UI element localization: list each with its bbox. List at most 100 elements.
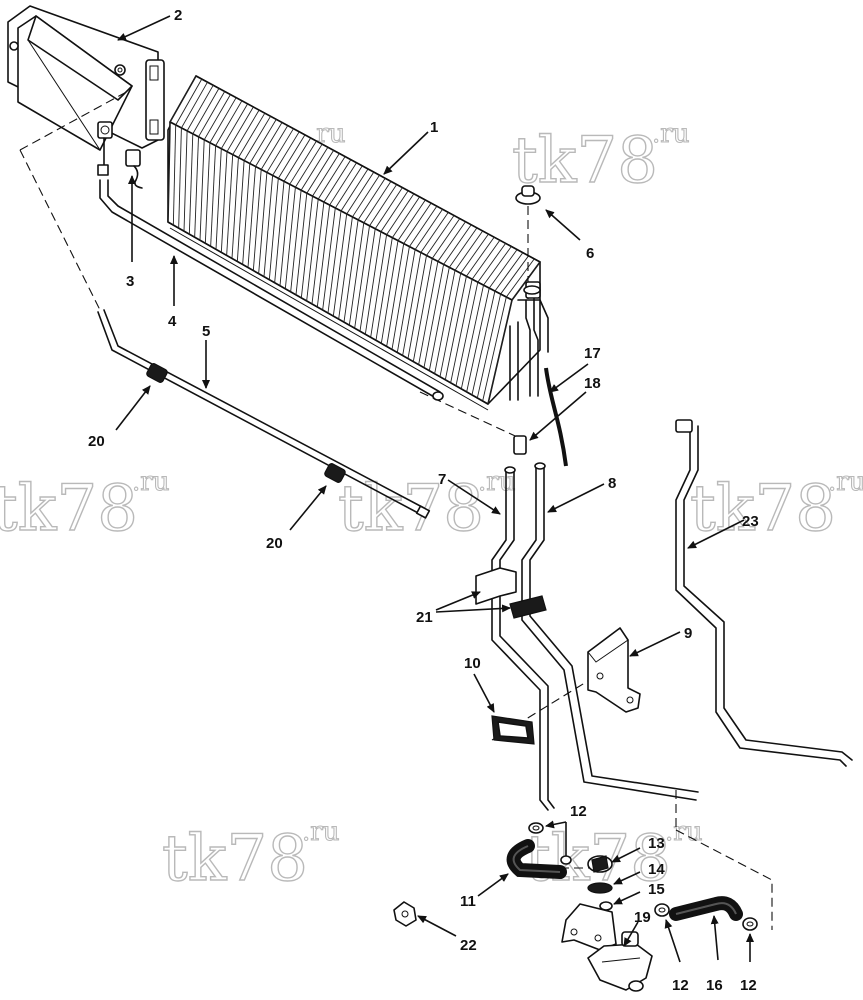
radiator-fin-top [397,199,426,241]
radiator-fin-top [260,125,289,170]
radiator-fin-front [194,136,199,238]
radiator-fin-top [209,97,237,143]
radiator-fin-front [343,219,359,323]
part-22-fitting [393,901,417,927]
radiator-fin-front [183,130,188,232]
radiator-fin-front [471,291,496,395]
radiator-fin-top [437,221,466,262]
radiator-fin-front [354,225,370,329]
radiator-fin-front [364,231,382,335]
radiator-fin-front [359,228,376,332]
radiator-fin-front [439,273,462,377]
radiator-fin-top [431,218,461,259]
radiator-fin-front [450,279,473,383]
radiator-fin-front [231,157,239,259]
radiator-fin-front [434,270,456,374]
radiator-fin-top [420,212,449,253]
radiator-fin-top [266,128,294,173]
radiator-fin-top [272,131,300,176]
radiator-fin-top [340,168,369,212]
part-23-pipe [675,419,853,767]
radiator-fin-top [454,230,484,271]
part-8-pipe [521,462,699,801]
radiator-fin-top [505,258,535,298]
callout-11: 11 [460,893,476,910]
radiator-fin-front [338,216,353,320]
radiator-fin-top [426,215,455,256]
radiator-fin-front [226,154,234,256]
radiator-fin-front [263,175,274,277]
radiator-fin-front [236,160,245,262]
watermark-suffix: .ru [302,817,339,847]
radiator-fin-top [300,147,329,191]
radiator-fin-front [290,190,302,292]
radiator-fin-top [283,137,312,182]
radiator-fin-front [396,249,416,353]
callout-13: 13 [648,835,665,852]
radiator-fin-front [370,234,388,338]
part-7-pipe [491,466,555,811]
callout-10: 10 [464,655,481,672]
radiator-outlet-pipes [509,281,549,401]
radiator-fin-top [329,162,357,206]
radiator-fin-front [306,199,319,301]
callout-22: 22 [460,937,477,954]
radiator-fin-front [167,121,171,223]
radiator-fin-top [386,193,415,235]
radiator-fin-top [203,94,231,141]
radiator-fin-front [327,210,342,314]
part-18-connector [513,435,527,455]
callout-21: 21 [416,609,433,626]
part-5-pipe [97,309,431,519]
radiator-fin-top [215,100,243,146]
radiator-fin-top [346,171,375,215]
callout-3: 3 [126,273,134,290]
radiator-fin-front [482,296,507,402]
radiator-fin-front [258,172,268,274]
radiator-fin-front [455,282,479,386]
radiator-fin-top [238,112,266,158]
radiator-fin-front [444,276,467,380]
radiator-fin-top [448,227,478,268]
radiator-fin-top [175,78,203,126]
radiator-fin-front [215,148,222,250]
watermark-suffix: .ru [828,467,863,497]
callout-12: 12 [672,977,689,994]
radiator-fin-top [500,255,529,295]
radiator-fin-front [274,181,285,283]
radiator-fin-front [380,240,399,344]
part-10-clamp [491,715,535,745]
valve-mounting-plate [561,903,617,951]
part-11-hose [506,839,567,879]
clamp-12-lower-right [742,917,758,931]
radiator-fin-top [312,153,340,197]
radiator-fin-top [169,75,197,123]
part-13-valve-cap [587,855,613,873]
radiator-fin-front [204,142,211,244]
callout-1: 1 [430,119,438,136]
callout-8: 8 [608,475,616,492]
radiator-fin-front [402,252,422,356]
radiator-fin-top [380,190,409,233]
radiator-fin-front [322,207,336,311]
clamp-12-lower-left [654,903,670,917]
callout-7: 7 [438,471,446,488]
radiator-fin-top [289,140,317,185]
callout-18: 18 [584,375,601,392]
radiator-fin-front [466,288,490,392]
part-6-cap [515,185,541,205]
radiator-fin-top [403,202,432,244]
radiator-fin-top [483,246,512,286]
radiator-fin-top [488,249,518,289]
radiator-fins [167,75,541,405]
part-17-wire [544,367,568,467]
radiator-fin-front [199,139,205,241]
radiator-fin-front [460,285,484,389]
radiator-fin-top [334,165,363,209]
radiator-fin-front [210,145,217,247]
radiator-fin-top [352,174,380,218]
callout-15: 15 [648,881,665,898]
callout-14: 14 [648,861,665,878]
callout-9: 9 [684,625,692,642]
